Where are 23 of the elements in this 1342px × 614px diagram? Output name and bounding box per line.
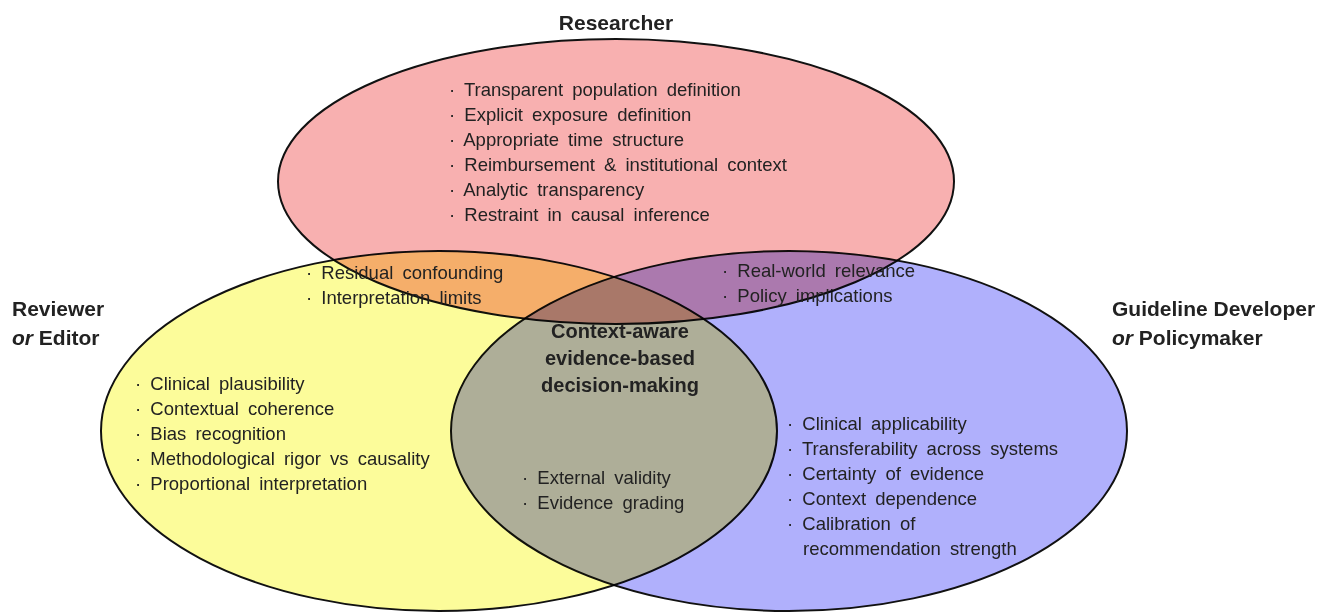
- role-heading: Guideline Developer or Policymaker: [1112, 296, 1317, 351]
- bullet-item: · Bias recognition: [135, 422, 287, 446]
- bullet-item: · Clinical applicability: [787, 412, 968, 436]
- bullet-item: · Certainty of evidence: [787, 462, 986, 486]
- bullet-item: · Transferability across systems: [787, 437, 1059, 461]
- bullet-item: · Explicit exposure definition: [449, 103, 693, 127]
- bullet-item: · Reimbursement & institutional context: [449, 153, 787, 177]
- bullet-item: · Restraint in causal inference: [449, 203, 711, 227]
- center-label: Context-aware evidence-based decision-making: [540, 319, 700, 398]
- bullet-item: · Clinical plausibility: [135, 372, 306, 396]
- role-heading: Reviewer or Editor: [12, 296, 106, 351]
- role-heading: Researcher: [557, 10, 675, 36]
- bullet-item: · External validity: [522, 466, 671, 490]
- bullet-item: · Calibration of recommendation strength: [787, 512, 1018, 561]
- bullet-item: · Analytic transparency: [449, 178, 646, 202]
- bullet-item: · Evidence grading: [522, 491, 685, 515]
- bullet-item: · Context dependence: [787, 487, 979, 511]
- bullet-item: · Proportional interpretation: [135, 472, 369, 496]
- bullet-item: · Contextual coherence: [135, 397, 336, 421]
- bullet-item: · Interpretation limits: [306, 286, 482, 310]
- bullet-item: · Methodological rigor vs causality: [135, 447, 430, 471]
- bullet-item: · Appropriate time structure: [449, 128, 686, 152]
- bullet-item: · Transparent population definition: [449, 78, 742, 102]
